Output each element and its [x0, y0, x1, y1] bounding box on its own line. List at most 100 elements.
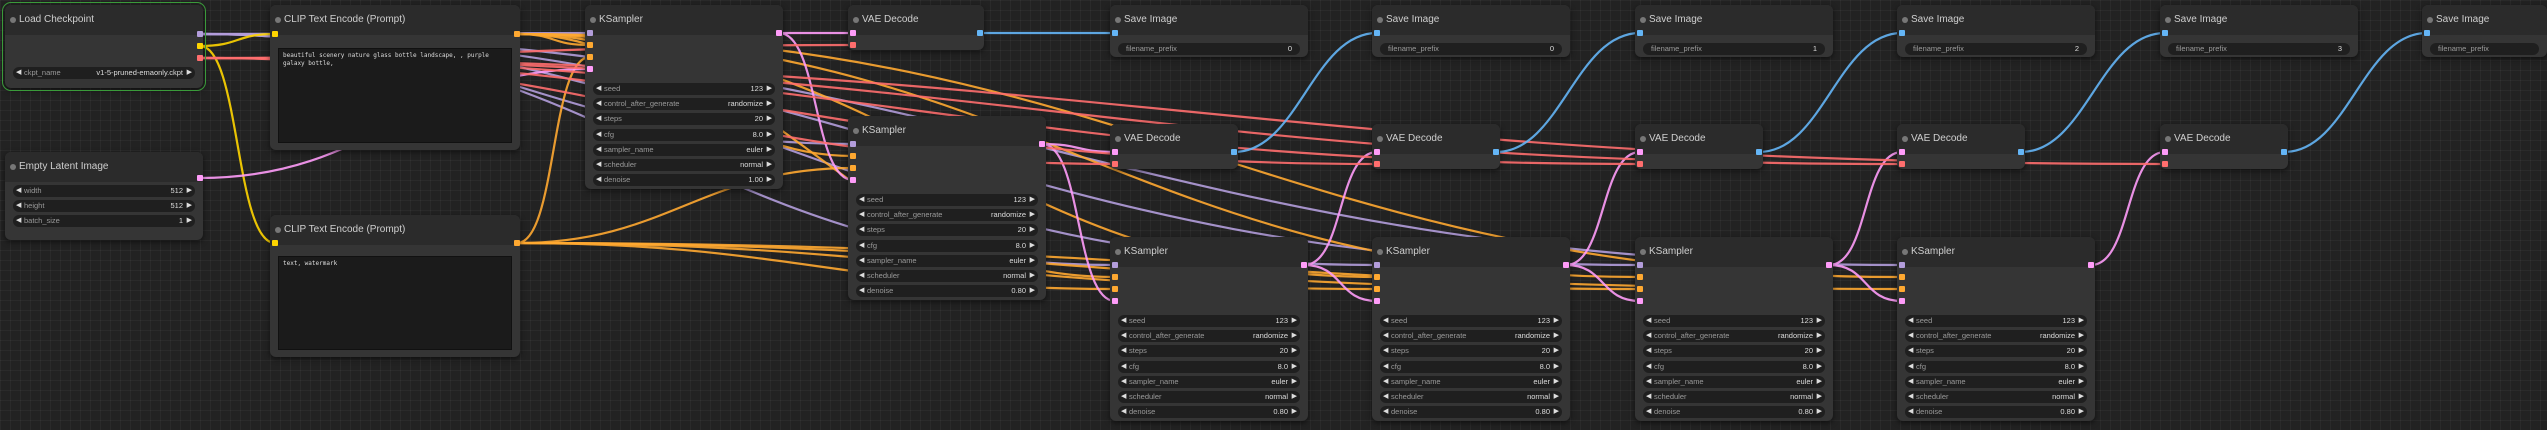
samples-input-slot[interactable] [2162, 149, 2168, 155]
node-vae-decode-1[interactable]: VAE Decode [848, 5, 984, 50]
decrement-arrow-icon[interactable]: ◀ [16, 217, 22, 224]
increment-arrow-icon[interactable]: ▶ [1553, 393, 1559, 400]
image-output-slot[interactable] [1493, 149, 1499, 155]
decrement-arrow-icon[interactable]: ◀ [1121, 393, 1127, 400]
decrement-arrow-icon[interactable]: ◀ [1908, 362, 1914, 370]
increment-arrow-icon[interactable]: ▶ [1291, 317, 1297, 324]
increment-arrow-icon[interactable]: ▶ [1291, 408, 1297, 416]
collapse-dot-icon[interactable] [2165, 136, 2171, 142]
latent-output-slot[interactable] [1826, 262, 1832, 268]
decrement-arrow-icon[interactable]: ◀ [1646, 377, 1652, 385]
decrement-arrow-icon[interactable]: ◀ [859, 241, 865, 249]
node-save-image-2-title[interactable]: Save Image [1372, 5, 1570, 35]
collapse-dot-icon[interactable] [1115, 249, 1121, 255]
collapse-dot-icon[interactable] [2165, 17, 2171, 23]
positive-input-slot[interactable] [1899, 274, 1905, 280]
positive-input-slot[interactable] [1637, 274, 1643, 280]
negative-input-slot[interactable] [850, 165, 856, 171]
collapse-dot-icon[interactable] [1640, 136, 1646, 142]
decrement-arrow-icon[interactable]: ◀ [1646, 408, 1652, 416]
node-save-image-3-title[interactable]: Save Image [1635, 5, 1833, 35]
node-ksampler-4-title[interactable]: KSampler [1372, 237, 1570, 267]
increment-arrow-icon[interactable]: ▶ [1553, 332, 1559, 340]
decrement-arrow-icon[interactable]: ◀ [1121, 317, 1127, 324]
node-ksampler-3-title[interactable]: KSampler [1110, 237, 1308, 267]
node-clip-text-encode-negative[interactable]: CLIP Text Encode (Prompt)text, watermark [270, 215, 520, 357]
negative-prompt-textarea[interactable]: text, watermark [278, 256, 512, 350]
images-input-slot[interactable] [1374, 30, 1380, 36]
increment-arrow-icon[interactable]: ▶ [1029, 226, 1035, 234]
decrement-arrow-icon[interactable]: ◀ [596, 100, 602, 108]
collapse-dot-icon[interactable] [1640, 17, 1646, 23]
image-output-slot[interactable] [1231, 149, 1237, 155]
model-input-slot[interactable] [1637, 262, 1643, 268]
image-output-slot[interactable] [2281, 149, 2287, 155]
increment-arrow-icon[interactable]: ▶ [1816, 408, 1822, 416]
decrement-arrow-icon[interactable]: ◀ [1908, 393, 1914, 400]
image-output-slot[interactable] [977, 30, 983, 36]
node-vae-decode-6-title[interactable]: VAE Decode [2160, 124, 2288, 154]
latent-image-input-slot[interactable] [1899, 298, 1905, 304]
images-input-slot[interactable] [1112, 30, 1118, 36]
collapse-dot-icon[interactable] [10, 164, 16, 170]
increment-arrow-icon[interactable]: ▶ [2078, 347, 2084, 355]
latent-output-slot[interactable] [2088, 262, 2094, 268]
samples-input-slot[interactable] [850, 30, 856, 36]
increment-arrow-icon[interactable]: ▶ [186, 202, 192, 209]
samples-input-slot[interactable] [1112, 149, 1118, 155]
node-save-image-6-title[interactable]: Save Image [2422, 5, 2547, 35]
decrement-arrow-icon[interactable]: ◀ [859, 226, 865, 234]
increment-arrow-icon[interactable]: ▶ [1291, 362, 1297, 370]
conditioning-output-slot[interactable] [514, 240, 520, 246]
latent-image-input-slot[interactable] [1637, 298, 1643, 304]
increment-arrow-icon[interactable]: ▶ [2078, 408, 2084, 416]
increment-arrow-icon[interactable]: ▶ [1029, 211, 1035, 219]
decrement-arrow-icon[interactable]: ◀ [1646, 347, 1652, 355]
model-input-slot[interactable] [1899, 262, 1905, 268]
node-vae-decode-2[interactable]: VAE Decode [1110, 124, 1238, 169]
decrement-arrow-icon[interactable]: ◀ [1121, 377, 1127, 385]
latent-image-input-slot[interactable] [850, 177, 856, 183]
latent-output-slot[interactable] [197, 175, 203, 181]
increment-arrow-icon[interactable]: ▶ [186, 69, 192, 76]
vae-input-slot[interactable] [1374, 161, 1380, 167]
vae-input-slot[interactable] [1112, 161, 1118, 167]
decrement-arrow-icon[interactable]: ◀ [1383, 332, 1389, 340]
decrement-arrow-icon[interactable]: ◀ [1908, 347, 1914, 355]
increment-arrow-icon[interactable]: ▶ [1816, 362, 1822, 370]
samples-input-slot[interactable] [1637, 149, 1643, 155]
increment-arrow-icon[interactable]: ▶ [2078, 317, 2084, 324]
vae-output-slot[interactable] [197, 55, 203, 61]
collapse-dot-icon[interactable] [1115, 136, 1121, 142]
prompt-textarea[interactable]: beautiful scenery nature glass bottle la… [278, 48, 512, 143]
decrement-arrow-icon[interactable]: ◀ [16, 187, 22, 194]
increment-arrow-icon[interactable]: ▶ [186, 217, 192, 224]
